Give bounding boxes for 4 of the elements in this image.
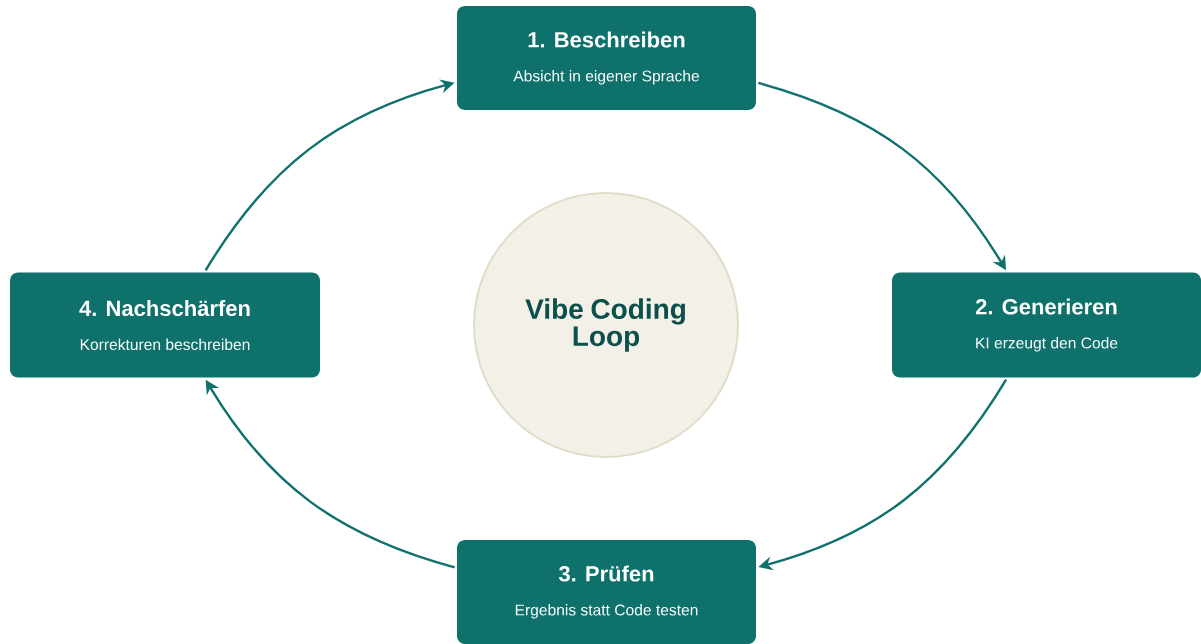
step-box: 3. Prüfen Ergebnis statt Code testen [457,540,756,644]
step-box: 1. Beschreiben Absicht in eigener Sprache [457,6,756,110]
step-box: 2. Generieren KI erzeugt den Code [892,272,1201,378]
step-box: 4. Nachschärfen Korrekturen beschreiben [10,272,320,378]
